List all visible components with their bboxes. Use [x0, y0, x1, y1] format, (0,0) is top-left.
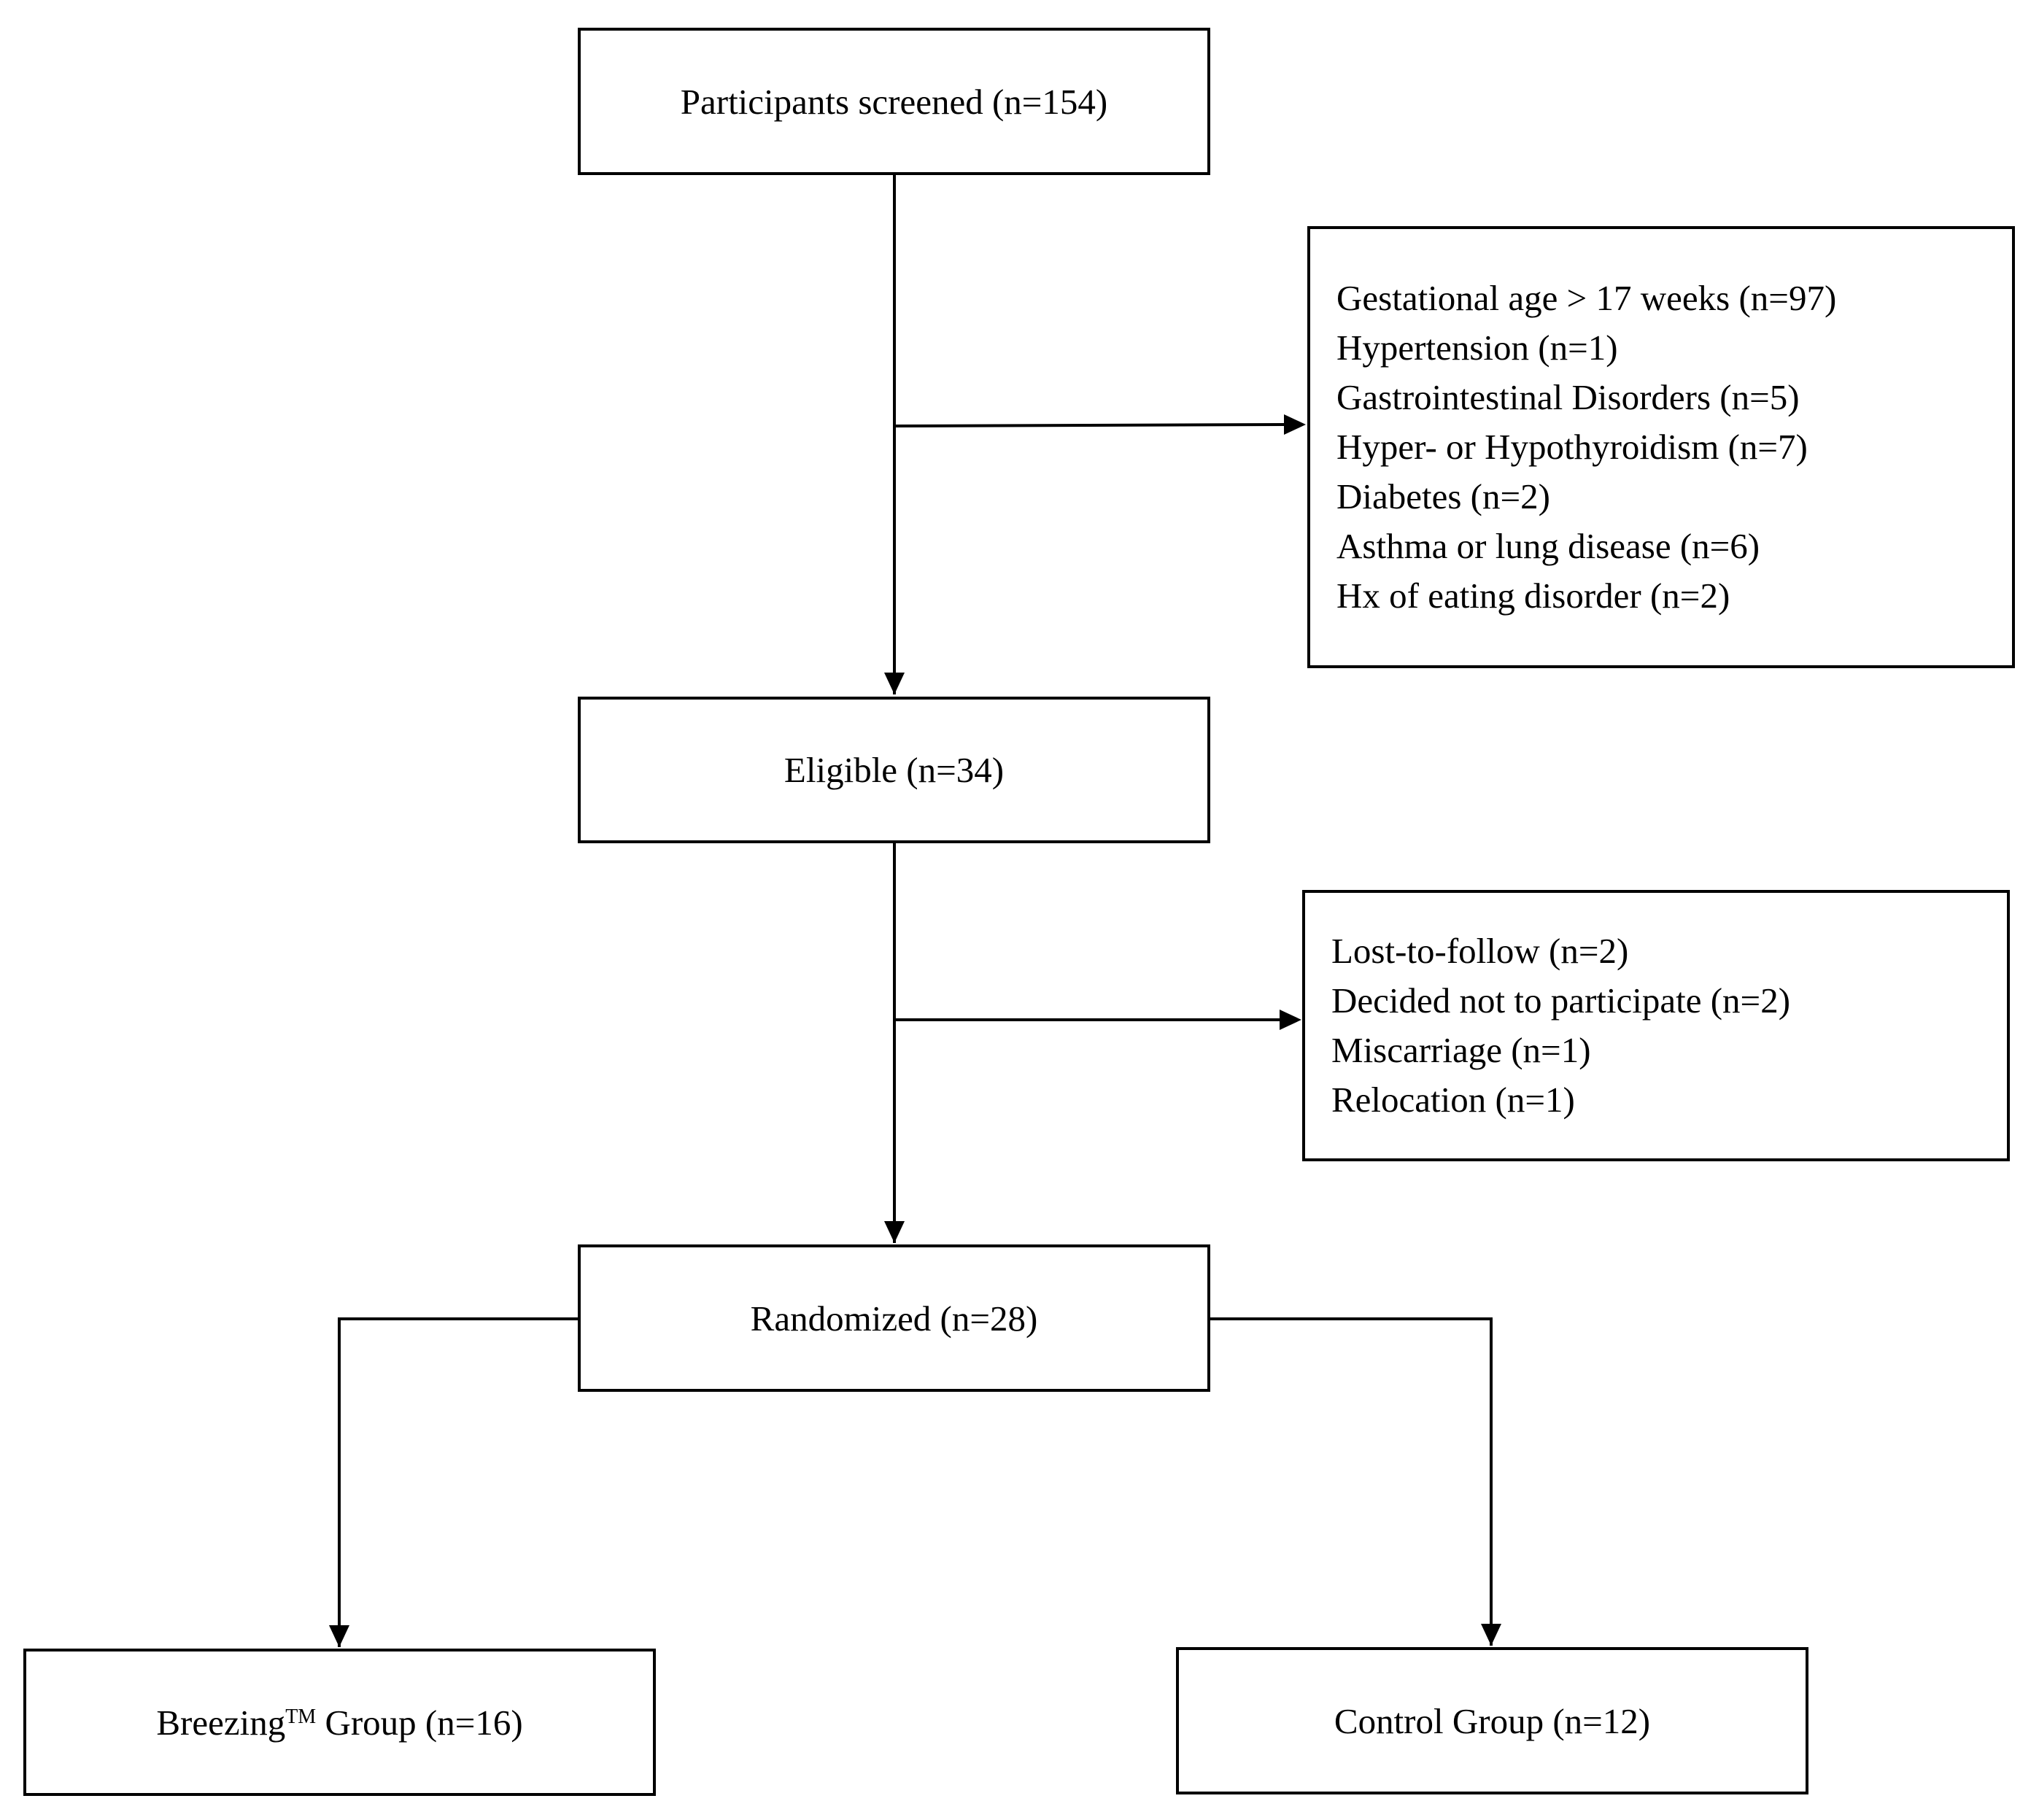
- exclusions-box-1: Gestational age > 17 weeks (n=97) Hypert…: [1307, 226, 2015, 668]
- arrowhead-breezing-group: [329, 1625, 349, 1647]
- trademark-mark: TM: [285, 1705, 317, 1728]
- exclusion-diabetes: Diabetes (n=2): [1336, 476, 1550, 516]
- eligible-label: Eligible (n=34): [784, 750, 1005, 790]
- screened-box: Participants screened (n=154): [578, 28, 1210, 175]
- arrowhead-exclusions-1: [1284, 414, 1306, 435]
- exclusion-hypertension: Hypertension (n=1): [1336, 328, 1618, 368]
- arrowhead-exclusions-2: [1280, 1010, 1301, 1030]
- screened-label: Participants screened (n=154): [680, 81, 1108, 122]
- arrowhead-randomized: [884, 1221, 905, 1243]
- randomized-box: Randomized (n=28): [578, 1244, 1210, 1392]
- exclusion-gastrointestinal: Gastrointestinal Disorders (n=5): [1336, 377, 1800, 417]
- arrow-to-control-group: [1210, 1317, 1493, 1646]
- eligible-box: Eligible (n=34): [578, 697, 1210, 843]
- arrow-to-exclusions-1: [894, 423, 1285, 427]
- control-group-box: Control Group (n=12): [1176, 1647, 1808, 1794]
- breezing-group-box: BreezingTM Group (n=16): [23, 1649, 656, 1796]
- breezing-group-label: BreezingTM Group (n=16): [156, 1702, 522, 1743]
- randomized-label: Randomized (n=28): [750, 1298, 1038, 1339]
- control-group-label: Control Group (n=12): [1334, 1700, 1651, 1741]
- exclusion-thyroid: Hyper- or Hypothyroidism (n=7): [1336, 427, 1808, 467]
- arrowhead-control-group: [1481, 1624, 1501, 1646]
- exclusion-declined: Decided not to participate (n=2): [1331, 980, 1791, 1021]
- exclusion-relocation: Relocation (n=1): [1331, 1080, 1575, 1120]
- arrowhead-eligible: [884, 673, 905, 694]
- exclusion-gestational-age: Gestational age > 17 weeks (n=97): [1336, 278, 1837, 318]
- exclusion-asthma: Asthma or lung disease (n=6): [1336, 526, 1760, 566]
- breezing-name: Breezing: [156, 1702, 286, 1743]
- exclusion-miscarriage: Miscarriage (n=1): [1331, 1030, 1591, 1070]
- breezing-count: Group (n=16): [316, 1702, 523, 1743]
- arrow-to-breezing-group: [338, 1317, 578, 1647]
- exclusions-box-2: Lost-to-follow (n=2) Decided not to part…: [1302, 890, 2010, 1161]
- exclusion-eating-disorder: Hx of eating disorder (n=2): [1336, 576, 1730, 616]
- exclusion-lost-to-follow: Lost-to-follow (n=2): [1331, 931, 1629, 971]
